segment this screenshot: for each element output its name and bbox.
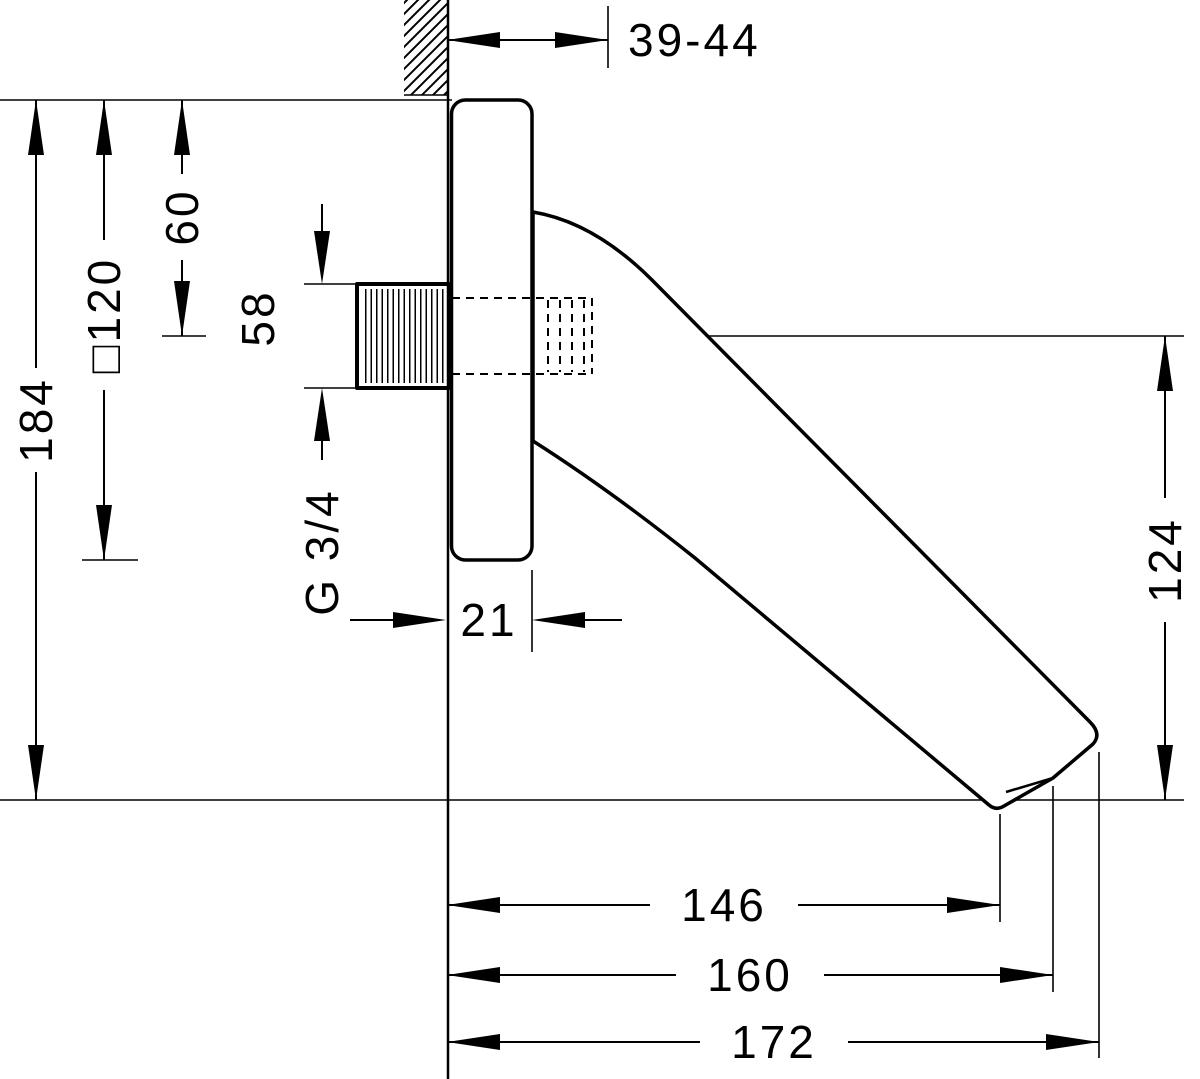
arrow-down-icon bbox=[314, 231, 330, 284]
dim-plate-size-label: □120 bbox=[78, 257, 130, 374]
dim-reach-mid-label: 160 bbox=[707, 949, 793, 1001]
dim-wall-offset: 39-44 bbox=[447, 6, 761, 68]
wall-hatch bbox=[404, 0, 447, 95]
thread-size-callout: G 3/4 bbox=[296, 488, 446, 628]
dim-plate-size: □120 bbox=[78, 100, 138, 561]
dim-overall-height: 184 bbox=[10, 100, 62, 800]
arrow-left-icon bbox=[447, 967, 500, 983]
arrow-right-icon bbox=[947, 897, 1000, 913]
dim-top-to-axis-label: 60 bbox=[156, 188, 208, 245]
dim-reach-outer-label: 172 bbox=[731, 1016, 817, 1068]
arrow-right-icon bbox=[1046, 1034, 1099, 1050]
thread-connector bbox=[304, 282, 452, 390]
arrow-down-icon bbox=[1157, 745, 1173, 800]
arrow-left-icon bbox=[532, 612, 585, 628]
connector-body bbox=[355, 282, 452, 390]
dim-reach-outer: 172 bbox=[447, 752, 1100, 1068]
spout-body bbox=[531, 210, 1099, 810]
dim-reach-mid: 160 bbox=[447, 786, 1054, 1001]
arrow-up-icon bbox=[96, 100, 112, 155]
escutcheon-plate bbox=[449, 98, 534, 562]
arrow-right-icon bbox=[1000, 967, 1053, 983]
dim-reach-inner: 146 bbox=[447, 814, 1001, 931]
dim-wall-offset-label: 39-44 bbox=[628, 14, 761, 66]
arrow-up-icon bbox=[28, 100, 44, 155]
arrow-left-icon bbox=[447, 897, 500, 913]
thread-size-label: G 3/4 bbox=[296, 488, 348, 616]
arrow-down-icon bbox=[96, 505, 112, 560]
dim-outlet-drop: 124 bbox=[1139, 336, 1191, 800]
connector-thread-hatch bbox=[362, 289, 446, 383]
arrow-down-icon bbox=[28, 745, 44, 800]
hidden-thread-dashed bbox=[452, 297, 593, 375]
arrow-up-icon bbox=[174, 100, 190, 155]
dim-plate-depth-label: 21 bbox=[460, 594, 517, 646]
dim-overall-height-label: 184 bbox=[10, 377, 62, 463]
arrow-right-icon bbox=[393, 612, 446, 628]
dim-axis-span: 58 bbox=[232, 204, 330, 460]
dim-outlet-drop-label: 124 bbox=[1139, 517, 1191, 603]
arrow-left-icon bbox=[447, 1034, 500, 1050]
arrow-up-icon bbox=[314, 388, 330, 441]
arrow-down-icon bbox=[174, 281, 190, 336]
dim-plate-depth: 21 bbox=[460, 570, 622, 652]
spout-outlet-chamfer-line bbox=[1005, 776, 1054, 794]
dim-reach-inner-label: 146 bbox=[681, 879, 767, 931]
arrow-left-icon bbox=[447, 32, 500, 48]
arrow-up-icon bbox=[1157, 336, 1173, 391]
arrow-right-icon bbox=[555, 32, 608, 48]
wall-section bbox=[404, 0, 450, 1079]
dim-axis-span-label: 58 bbox=[232, 289, 284, 346]
dim-top-to-axis: 60 bbox=[156, 100, 208, 337]
